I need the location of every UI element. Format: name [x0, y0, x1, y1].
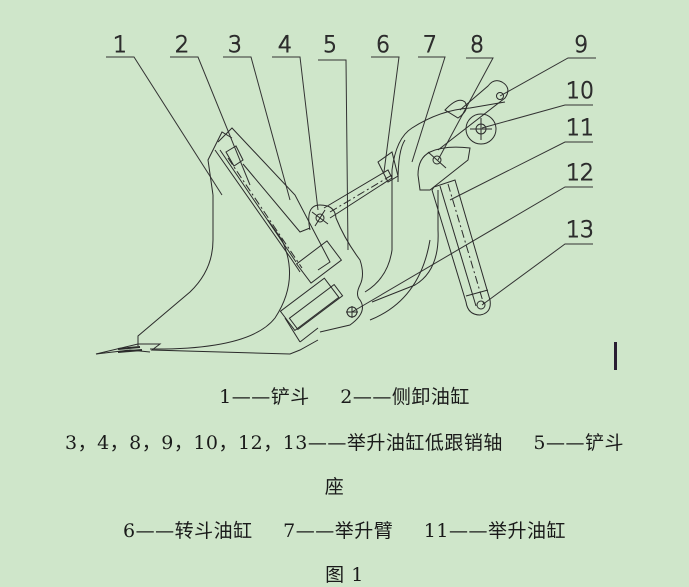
label-12: 12: [566, 161, 594, 186]
pin-4: [315, 213, 325, 223]
legend-item-side-dump-cylinder: 2——侧卸油缸: [340, 386, 470, 408]
label-5: 5: [323, 33, 337, 58]
label-10: 10: [566, 79, 594, 104]
legend-item-bucket: 1——铲斗: [219, 386, 310, 408]
pin-8: [432, 155, 442, 165]
tilt-cylinder: [323, 151, 399, 219]
label-9: 9: [574, 33, 588, 58]
label-13: 13: [566, 218, 594, 243]
pin-9: [496, 92, 504, 100]
label-2: 2: [175, 33, 189, 58]
legend-item-bucket-seat-cont: 座: [324, 476, 345, 498]
part-labels: 1 2 3 4 5 6 7 8 9 10 11 12 13: [113, 33, 595, 244]
legend-item-lift-cylinder: 11——举升油缸: [423, 520, 566, 542]
legend-line-3: 座: [0, 472, 679, 499]
side-dump-cylinder: [214, 127, 344, 343]
pin-10-outer: [465, 113, 497, 145]
legend-line-1: 1——铲斗 2——侧卸油缸: [0, 382, 689, 409]
label-4: 4: [278, 33, 292, 58]
pin-13: [476, 300, 486, 310]
legend-item-tilt-cylinder: 6——转斗油缸: [123, 520, 253, 542]
label-6: 6: [376, 33, 390, 58]
leader-lines: [106, 56, 596, 313]
label-3: 3: [228, 33, 242, 58]
legend-item-pins: 3，4，8，9，10，12，13——举升油缸低跟销轴: [64, 432, 503, 454]
legend-line-4: 6——转斗油缸 7——举升臂 11——举升油缸: [0, 516, 689, 543]
bucket-seat: [308, 204, 363, 333]
label-1: 1: [113, 33, 127, 58]
bucket: [95, 131, 319, 355]
text-cursor-mark: [614, 342, 617, 370]
label-8: 8: [470, 33, 484, 58]
upper-linkage: [417, 80, 509, 191]
label-11: 11: [566, 116, 594, 141]
lift-arm: [364, 101, 506, 321]
label-7: 7: [423, 33, 437, 58]
legend-item-bucket-seat: 5——铲斗: [533, 432, 625, 454]
figure-caption: 图 1: [325, 564, 364, 586]
legend-item-lift-arm: 7——举升臂: [283, 520, 394, 542]
legend-line-2: 3，4，8，9，10，12，13——举升油缸低跟销轴 5——铲斗: [0, 428, 689, 455]
mechanism-drawing: 1 2 3 4 5 6 7 8 9 10 11 12 13: [95, 33, 596, 355]
lift-cylinder: [431, 179, 491, 316]
